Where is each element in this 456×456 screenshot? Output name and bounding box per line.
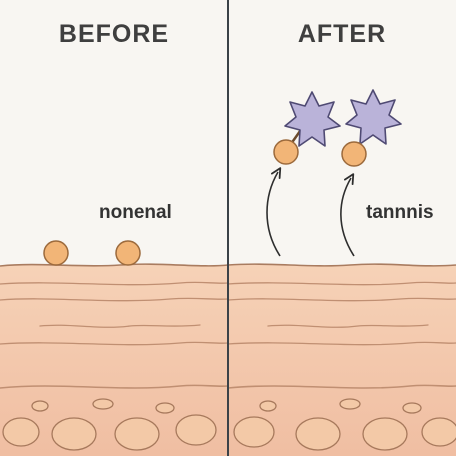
star-molecule-icon xyxy=(345,89,402,145)
curved-arrow-up-icon xyxy=(266,167,282,257)
nonenal-molecules xyxy=(43,240,141,266)
nonenal-label: nonenal xyxy=(99,202,172,223)
skin-strata-lines xyxy=(0,281,456,389)
curved-arrow-up-icon xyxy=(340,173,355,257)
tannins-label: tannnis xyxy=(366,202,434,223)
tannin-molecule-left xyxy=(273,91,341,165)
after-title: AFTER xyxy=(297,20,387,48)
circle-molecule-icon xyxy=(115,240,141,266)
before-title: BEFORE xyxy=(58,20,170,48)
tannin-molecule-right xyxy=(341,89,402,167)
circle-molecule-icon xyxy=(43,240,69,266)
star-molecule-icon xyxy=(284,91,341,147)
circle-molecule-icon xyxy=(273,139,299,165)
circle-molecule-icon xyxy=(341,141,367,167)
skin-cells xyxy=(2,398,456,451)
